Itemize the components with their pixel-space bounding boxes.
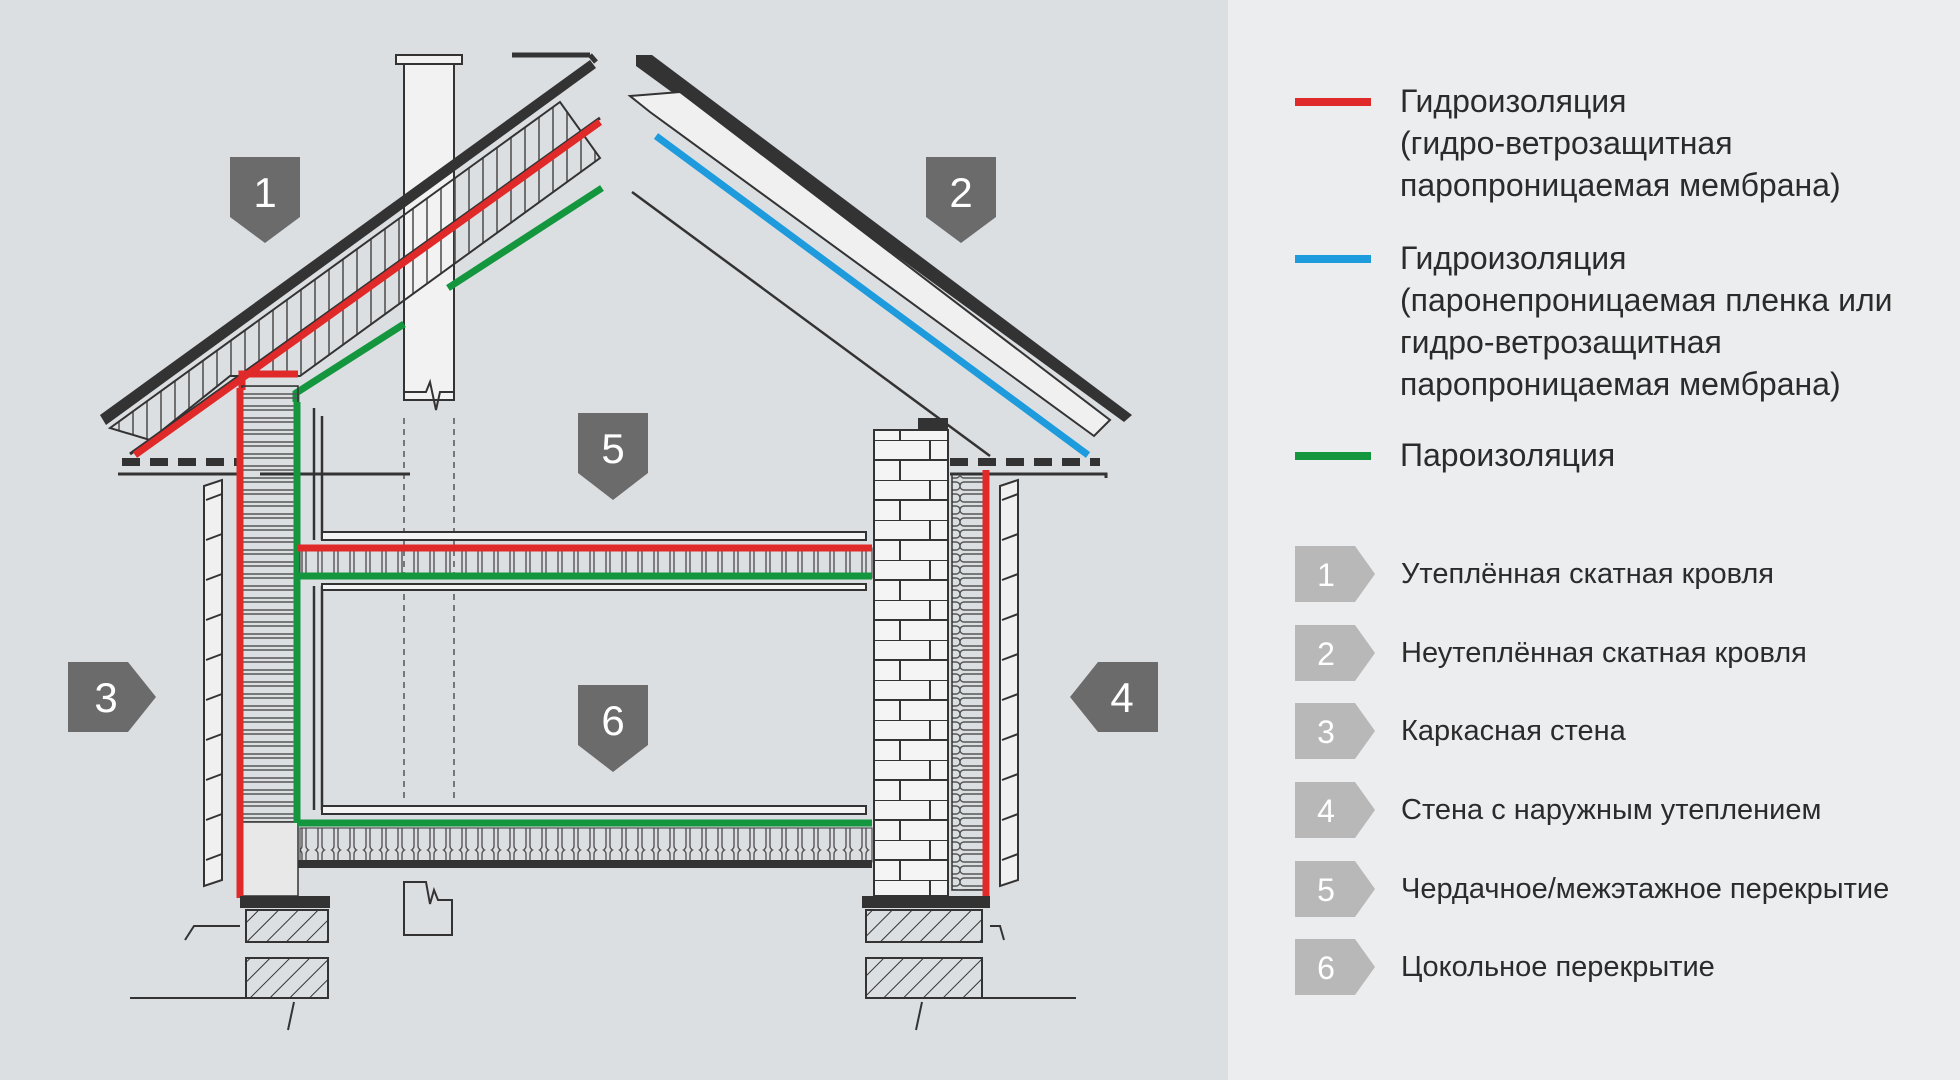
legend-item-4-num: 4 (1317, 793, 1335, 829)
legend-item-3-num: 3 (1317, 714, 1335, 750)
right-roof (627, 55, 1132, 478)
marker-2-label: 2 (949, 169, 972, 216)
marker-1: 1 (230, 157, 300, 243)
legend-item-6: 6 Цокольное перекрытие (1295, 939, 1935, 999)
badge-arrow-icon (1295, 939, 1375, 995)
marker-6-label: 6 (601, 697, 624, 744)
legend-blue-text: Гидроизоляция (паронепроницаемая пленка … (1400, 240, 1893, 402)
badge-arrow-icon (1295, 546, 1375, 602)
badge-arrow-icon (1295, 625, 1375, 681)
legend-item-3-label: Каркасная стена (1401, 715, 1626, 747)
marker-6: 6 (578, 685, 648, 772)
inner-wall (312, 408, 324, 810)
foundation (130, 896, 1076, 1031)
legend-item-1-num: 1 (1317, 557, 1335, 593)
marker-3: 3 (68, 662, 156, 732)
brick-wall (873, 418, 1019, 905)
legend-item-1-label: Утеплённая скатная кровля (1401, 558, 1774, 590)
badge-arrow-icon (1295, 861, 1375, 917)
legend-item-2-label: Неутеплённая скатная кровля (1401, 637, 1807, 669)
marker-4: 4 (1070, 662, 1158, 732)
marker-5: 5 (578, 413, 648, 500)
legend-item-1: 1 Утеплённая скатная кровля (1295, 546, 1935, 606)
marker-4-label: 4 (1110, 674, 1133, 721)
legend-item-5-label: Чердачное/межэтажное перекрытие (1401, 873, 1890, 905)
left-roof (100, 52, 604, 476)
marker-1-label: 1 (253, 169, 276, 216)
frame-wall (203, 385, 872, 898)
basement-floor (298, 805, 873, 936)
marker-2: 2 (926, 157, 996, 243)
green-line-swatch (1295, 452, 1371, 460)
badge-arrow-icon (1295, 703, 1375, 759)
attic-floor (298, 531, 873, 591)
legend-item-3: 3 Каркасная стена (1295, 703, 1935, 763)
marker-3-label: 3 (94, 674, 117, 721)
blue-line-swatch (1295, 255, 1371, 263)
legend-item-5: 5 Чердачное/межэтажное перекрытие (1295, 861, 1935, 921)
red-line-swatch (1295, 98, 1371, 106)
badge-arrow-icon (1295, 782, 1375, 838)
legend-item-2: 2 Неутеплённая скатная кровля (1295, 625, 1935, 685)
legend-item-2-num: 2 (1317, 636, 1335, 672)
legend-item-5-num: 5 (1317, 872, 1335, 908)
legend-item-6-num: 6 (1317, 950, 1335, 986)
house-section-diagram: 1 2 3 4 5 6 (68, 52, 1158, 1031)
legend-red-text: Гидроизоляция (гидро-ветрозащитная пароп… (1400, 83, 1841, 203)
legend-item-4-label: Стена с наружным утеплением (1401, 794, 1822, 826)
legend-item-4: 4 Стена с наружным утеплением (1295, 782, 1935, 842)
legend-green-text: Пароизоляция (1400, 437, 1616, 473)
marker-5-label: 5 (601, 425, 624, 472)
legend-item-6-label: Цокольное перекрытие (1401, 951, 1715, 983)
